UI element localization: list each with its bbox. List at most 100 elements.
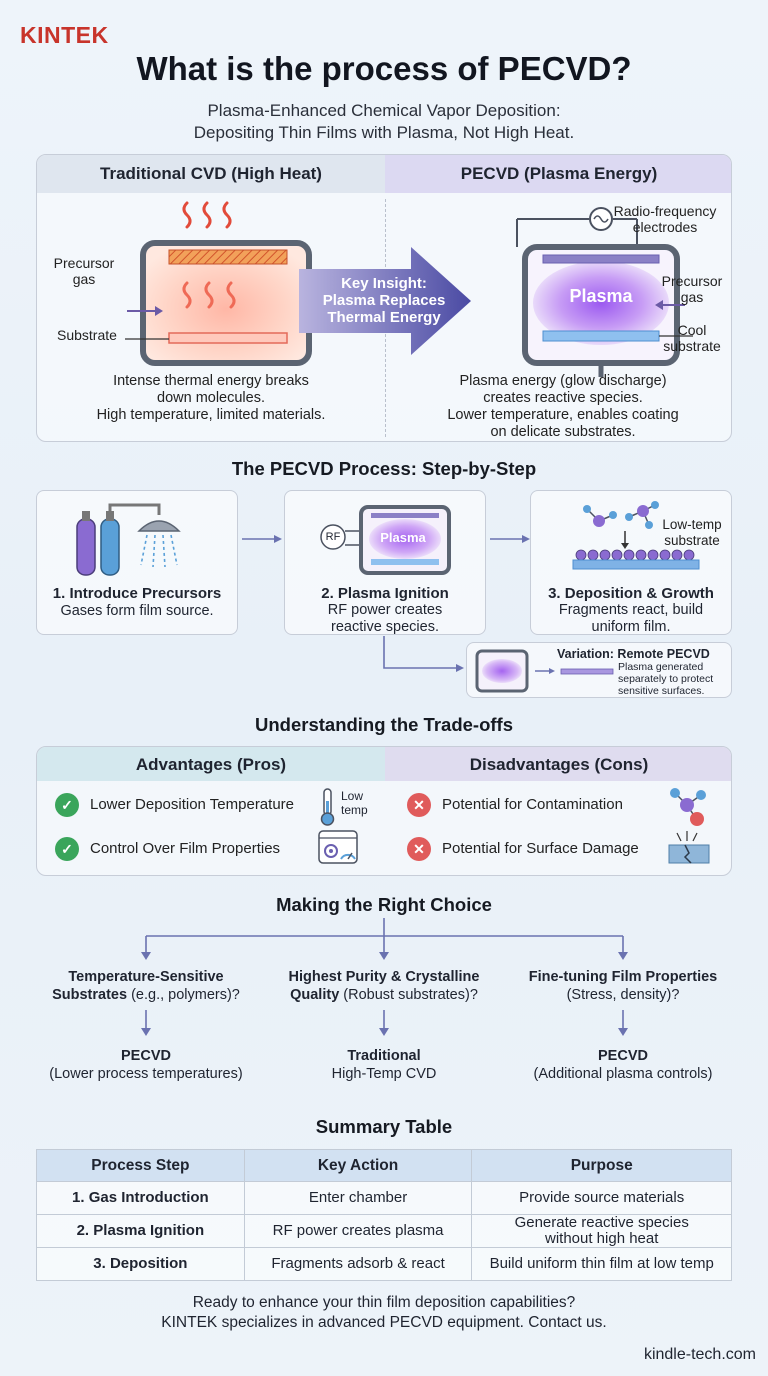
remote-desc-line-3: sensitive surfaces. — [618, 685, 705, 697]
choice-1-q-bold-1: Temperature-Sensitive — [68, 969, 224, 985]
gas-cylinders-icon — [76, 503, 181, 576]
step-2-title: 2. Plasma Ignition — [321, 585, 449, 602]
step-3-desc: Fragments react, build uniform film. — [531, 602, 731, 636]
cvd-description: Intense thermal energy breaks down molec… — [37, 373, 385, 424]
choice-1-q-bold-2: Substrates — [52, 987, 128, 1003]
cool-substrate-label: Cool substrate — [657, 322, 727, 354]
pecvd-chamber-icon — [516, 207, 693, 377]
cool-sub-line-2: substrate — [663, 338, 721, 354]
cons-heading: Disadvantages (Cons) — [469, 755, 649, 774]
page-title: What is the process of PECVD? — [136, 50, 632, 87]
con-item-1: Potential for Contamination — [442, 796, 623, 813]
low-temp-icon-label: Low temp — [341, 789, 368, 817]
contamination-molecule-icon — [670, 788, 706, 826]
table-cell: 1. Gas Introduction — [36, 1181, 245, 1215]
pecvd-desc-line-4: on delicate substrates. — [490, 424, 636, 440]
cvd-gas-label-line-2: gas — [72, 271, 96, 287]
website-link[interactable]: kindle-tech.com — [643, 1346, 756, 1363]
surface-damage-icon — [668, 831, 710, 864]
choice-question-3: Fine-tuning Film Properties (Stress, den… — [503, 968, 743, 1004]
pros-header: Advantages (Pros) — [37, 747, 385, 781]
pros-heading: Advantages (Pros) — [135, 755, 287, 774]
choice-flow-arrows — [141, 918, 628, 1036]
table-cell: 2. Plasma Ignition — [36, 1214, 245, 1248]
pecvd-heading: PECVD (Plasma Energy) — [460, 164, 658, 183]
choice-3-q-rest: (Stress, density)? — [566, 987, 680, 1003]
step-2-desc-line-1: RF power creates — [327, 602, 443, 618]
plasma-ignition-icon — [320, 505, 451, 575]
table-cell: Generate reactive species without high h… — [471, 1214, 732, 1248]
choice-2-q-bold-1: Highest Purity & Crystalline — [288, 969, 480, 985]
table-cell: RF power creates plasma — [243, 1214, 473, 1248]
check-icon: ✓ — [55, 793, 79, 817]
choice-2-answer-rest: High-Temp CVD — [331, 1066, 437, 1082]
cvd-gas-label-line-1: Precursor — [53, 255, 115, 271]
cross-icon: ✕ — [407, 837, 431, 861]
table-row: 1. Gas Introduction Enter chamber Provid… — [36, 1181, 732, 1215]
choice-heading: Making the Right Choice — [276, 894, 492, 915]
insight-line-2: Plasma Replaces — [322, 292, 446, 309]
remote-desc-line-1: Plasma generated — [618, 661, 704, 673]
insight-line-3: Thermal Energy — [327, 309, 441, 326]
check-icon: ✓ — [55, 837, 79, 861]
tradeoffs-heading: Understanding the Trade-offs — [255, 714, 513, 735]
column-header: Key Action — [243, 1149, 473, 1182]
rf-label-line-2: electrodes — [632, 219, 698, 235]
cvd-substrate-label: Substrate — [57, 327, 117, 343]
cvd-desc-line-2: down molecules. — [157, 390, 265, 406]
purpose-text: Build uniform thin film at low temp — [489, 1255, 714, 1272]
low-temp-substrate-label: Low-temp substrate — [659, 517, 725, 549]
low-temp-line-2: substrate — [664, 533, 720, 548]
step-1-card: 1. Introduce Precursors Gases form film … — [36, 490, 238, 635]
cvd-desc-line-1: Intense thermal energy breaks — [113, 373, 309, 389]
pecvd-gas-label: Precursor gas — [657, 273, 727, 305]
remote-pecvd-desc: Plasma generated separately to protect s… — [618, 661, 730, 697]
table-row: 2. Plasma Ignition RF power creates plas… — [36, 1214, 732, 1248]
choice-2-q-rest: (Robust substrates)? — [339, 987, 478, 1003]
step-2-desc-line-2: reactive species. — [331, 619, 439, 635]
choice-3-answer-bold: PECVD — [598, 1048, 648, 1064]
summary-header-row: Process Step Key Action Purpose — [36, 1149, 732, 1182]
con-item-2: Potential for Surface Damage — [442, 840, 639, 857]
pecvd-gas-line-1: Precursor — [661, 273, 723, 289]
summary-heading: Summary Table — [315, 1116, 453, 1137]
cons-header: Disadvantages (Cons) — [385, 747, 731, 781]
kintek-logo: KINTEK — [20, 22, 109, 48]
thermometer-icon — [320, 788, 335, 826]
key-insight-arrow — [299, 247, 471, 355]
table-cell: 3. Deposition — [36, 1247, 245, 1281]
cross-icon: ✕ — [407, 793, 431, 817]
choice-1-answer-rest: (Lower process temperatures) — [49, 1066, 243, 1082]
remote-pecvd-icon — [475, 649, 614, 693]
process-heading: The PECVD Process: Step-by-Step — [231, 458, 537, 479]
rf-label-line-1: Radio-frequency — [613, 203, 717, 219]
rf-electrodes-label: Radio-frequency electrodes — [609, 203, 721, 235]
remote-pecvd-title: Variation: Remote PECVD — [557, 647, 710, 661]
choice-3-q-bold-1: Fine-tuning Film Properties — [528, 969, 718, 985]
choice-1-answer-bold: PECVD — [121, 1048, 171, 1064]
purpose-text-line-1: Generate reactive species — [514, 1214, 689, 1231]
subtitle-line-1: Plasma-Enhanced Chemical Vapor Depositio… — [207, 101, 561, 120]
pecvd-gas-line-2: gas — [680, 289, 704, 305]
choice-answer-2: Traditional High-Temp CVD — [264, 1047, 504, 1083]
pecvd-desc-line-1: Plasma energy (glow discharge) — [459, 373, 667, 389]
arrow-step-1-to-2 — [242, 535, 282, 543]
step-3-desc-line-1: Fragments react, build — [558, 602, 704, 618]
pecvd-description: Plasma energy (glow discharge) creates r… — [413, 373, 713, 441]
deposition-molecules-icon — [572, 501, 700, 570]
comparison-panel: Traditional CVD (High Heat) PECVD (Plasm… — [36, 154, 732, 442]
variation-connector-arrow — [383, 636, 464, 672]
cvd-desc-line-3: High temperature, limited materials. — [96, 407, 326, 423]
footer-line-2[interactable]: KINTEK specializes in advanced PECVD equ… — [161, 1314, 607, 1331]
traditional-cvd-heading: Traditional CVD (High Heat) — [100, 164, 322, 183]
choice-answer-1: PECVD (Lower process temperatures) — [16, 1047, 276, 1083]
step-1-title: 1. Introduce Precursors — [52, 585, 222, 602]
rf-label: RF — [325, 531, 341, 543]
arrow-step-2-to-3 — [490, 535, 530, 543]
settings-dashboard-icon — [318, 830, 358, 864]
table-row: 3. Deposition Fragments adsorb & react B… — [36, 1247, 732, 1281]
column-header: Purpose — [471, 1149, 732, 1182]
choice-question-1: Temperature-Sensitive Substrates (e.g., … — [26, 968, 266, 1004]
step-3-desc-line-2: uniform film. — [591, 619, 671, 635]
purpose-text-line-2: without high heat — [544, 1230, 659, 1247]
